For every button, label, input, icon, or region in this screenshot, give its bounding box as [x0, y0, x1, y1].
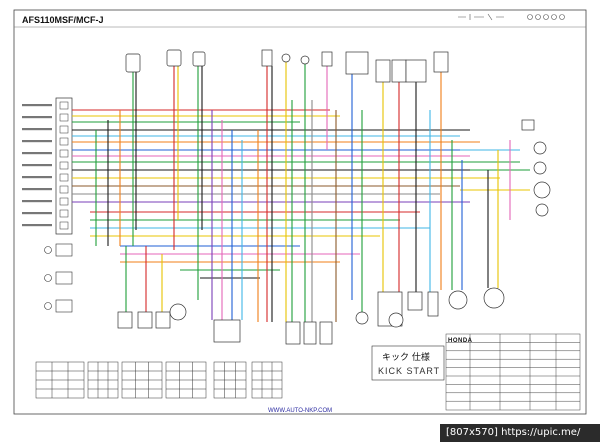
- label-stub: [22, 164, 52, 167]
- image-watermark: [807x570] https://upic.me/: [440, 424, 600, 442]
- label-stub: [22, 128, 52, 131]
- connector-pin: [59, 113, 69, 122]
- label-stub: [22, 212, 52, 215]
- label-stub: [22, 140, 52, 143]
- label-stub: [22, 104, 52, 107]
- kick-start-note-box: [371, 345, 445, 381]
- label-stub: [22, 200, 52, 203]
- connector-pin: [59, 137, 69, 146]
- model-title: AFS110MSF/MCF-J: [22, 15, 104, 25]
- bottom-components: [117, 287, 505, 345]
- label-stub: [22, 224, 52, 227]
- kick-spec-note-jp: キック 仕様: [382, 353, 430, 363]
- label-stub: [22, 152, 52, 155]
- kick-start-note: KICK START: [378, 366, 441, 376]
- connector-pin: [59, 221, 69, 230]
- title-decoration: [458, 13, 565, 21]
- connector-pin: [59, 173, 69, 182]
- left-lower-connectors: [44, 243, 73, 313]
- title-block: [445, 333, 581, 411]
- harness-trunk-lines: [72, 109, 530, 279]
- connector-pin: [59, 209, 69, 218]
- connector-pin: [59, 197, 69, 206]
- website-url[interactable]: WWW.AUTO-NKP.COM: [268, 408, 333, 414]
- connector-pin: [59, 125, 69, 134]
- switch-legend-tables: [35, 361, 283, 399]
- connector-pin: [59, 185, 69, 194]
- honda-logo: HONDA: [448, 338, 473, 344]
- right-lamp-components: [521, 119, 551, 217]
- connector-pin: [59, 149, 69, 158]
- title-block-frame: [445, 333, 581, 411]
- label-stub: [22, 188, 52, 191]
- top-components: [125, 49, 449, 83]
- connector-pin: [59, 161, 69, 170]
- label-stub: [22, 176, 52, 179]
- harness-vertical-lines: [95, 62, 511, 330]
- ignition-coil-box: [125, 53, 141, 73]
- left-switch-connectors: [22, 97, 73, 235]
- label-stub: [22, 116, 52, 119]
- connector-pin: [59, 101, 69, 110]
